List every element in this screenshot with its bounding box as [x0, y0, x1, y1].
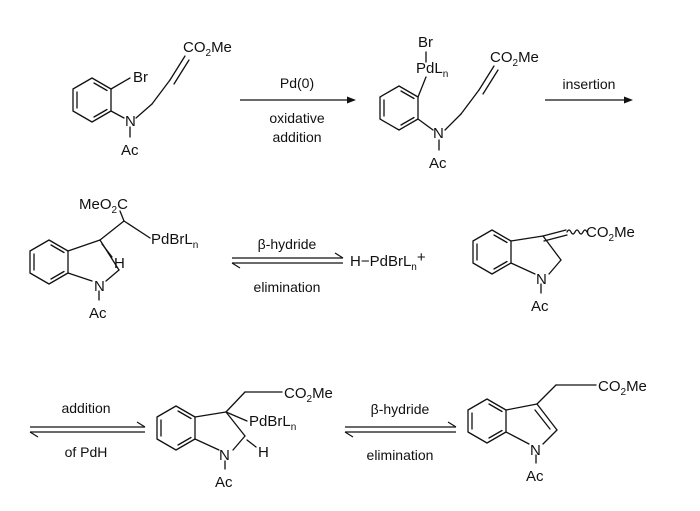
aryl-palladium-complex: Br PdLn N Ac CO2Me — [379, 34, 539, 172]
elimination-label: elimination — [254, 279, 321, 295]
exocyclic-alkene-indoline: CO2Me N Ac — [472, 224, 635, 315]
arrow-insertion: insertion — [545, 76, 633, 104]
nitrogen-label: N — [219, 447, 230, 464]
nitrogen-label: N — [433, 125, 444, 142]
pd-bromide-label: PdBrLn — [151, 231, 198, 251]
substrate-aryl-bromide: Br N Ac CO2Me — [72, 39, 232, 159]
pd-ligand-label: PdLn — [416, 60, 448, 80]
acetyl-label: Ac — [89, 305, 107, 322]
elimination-label: elimination — [367, 447, 434, 463]
beta-hydride-label: β-hydride — [371, 401, 430, 417]
methyl-ester-label: MeO2C — [79, 196, 128, 216]
acetyl-label: Ac — [121, 142, 139, 159]
addition-label: addition — [61, 400, 110, 416]
addition-label: addition — [272, 129, 321, 145]
nitrogen-label: N — [125, 113, 136, 130]
ester-group-label: CO2Me — [598, 378, 647, 398]
bromine-label: Br — [133, 69, 148, 86]
hydrido-palladium-label: H−PdBrLn+ — [350, 249, 426, 273]
of-pdh-label: of PdH — [65, 444, 108, 460]
acetyl-label: Ac — [531, 298, 549, 315]
acetyl-label: Ac — [215, 474, 233, 491]
arrow-beta-hydride-elimination: β-hydride elimination — [231, 236, 344, 295]
acetyl-label: Ac — [429, 155, 447, 172]
reagent-pd0-label: Pd(0) — [280, 75, 314, 91]
hydrogen-label: H — [114, 255, 125, 272]
arrow-beta-hydride-elimination-2: β-hydride elimination — [344, 401, 457, 463]
ester-group-label: CO2Me — [284, 385, 333, 405]
nitrogen-label: N — [94, 278, 105, 295]
ester-group-label: CO2Me — [490, 49, 539, 69]
ester-group-label: CO2Me — [183, 39, 232, 59]
pd-bromide-label: PdBrLn — [249, 413, 296, 433]
arrow-oxidative-addition: Pd(0) oxidative addition — [240, 75, 356, 145]
acetyl-label: Ac — [526, 468, 544, 485]
indole-product: CO2Me N Ac — [467, 378, 647, 485]
insertion-label: insertion — [563, 76, 616, 92]
ester-group-label: CO2Me — [586, 224, 635, 244]
nitrogen-label: N — [530, 442, 541, 459]
arrow-addition-of-pdh: addition of PdH — [29, 400, 146, 460]
nitrogen-label: N — [536, 271, 547, 288]
bromine-label: Br — [418, 34, 433, 51]
alkyl-palladium-indoline: MeO2C PdBrLn H N Ac — [29, 196, 198, 322]
beta-hydride-label: β-hydride — [258, 236, 317, 252]
oxidative-label: oxidative — [269, 110, 324, 126]
quaternary-palladium-indoline: CO2Me PdBrLn H N Ac — [156, 385, 333, 491]
hydrogen-label: H — [258, 444, 269, 461]
